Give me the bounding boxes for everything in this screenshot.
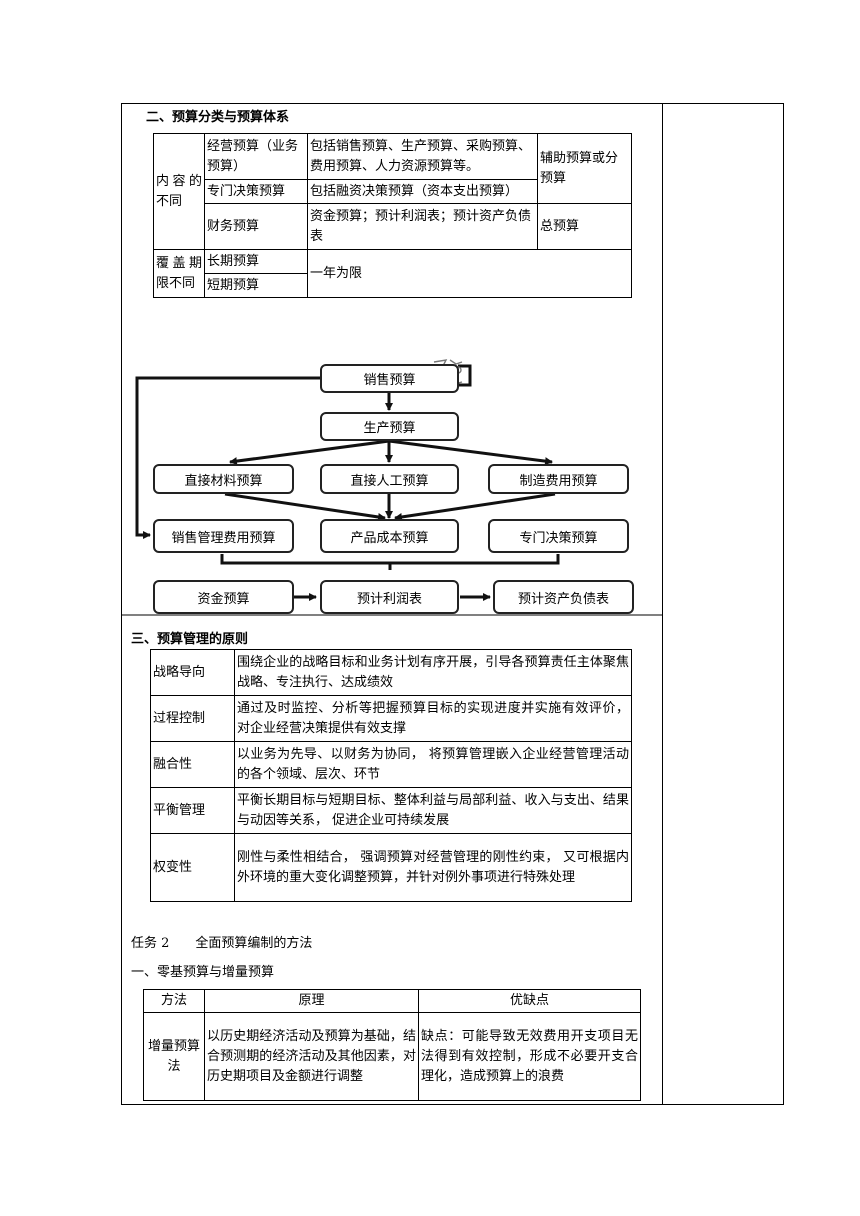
- row-financial-desc: 资金预算；预计利润表；预计资产负债表: [307, 203, 538, 250]
- row-operating-desc: 包括销售预算、生产预算、采购预算、费用预算、人力资源预算等。: [307, 133, 538, 180]
- method-name: 增量预算法: [143, 1012, 205, 1101]
- method-pros-cons: 缺点：可能导致无效费用开支项目无法得到有效控制，形成不必要开支合理化，造成预算上…: [418, 1012, 641, 1101]
- budget-classification-table: 内容的不同 经营预算（业务预算） 包括销售预算、生产预算、采购预算、费用预算、人…: [153, 133, 632, 298]
- node-sales-budget: 销售预算: [320, 364, 459, 393]
- task2-title: 任务 2 全面预算编制的方法: [131, 936, 313, 951]
- node-direct-material-budget: 直接材料预算: [153, 464, 294, 494]
- aux-budget-label: 辅助预算或分预算: [537, 133, 632, 204]
- principle-name: 战略导向: [150, 649, 235, 696]
- principle-desc: 刚性与柔性相结合， 强调预算对经营管理的刚性约束， 又可根据内外环境的重大变化调…: [234, 833, 632, 902]
- principle-name: 平衡管理: [150, 787, 235, 834]
- long-term-label: 长期预算: [204, 249, 308, 274]
- section2-heading: 二、预算分类与预算体系: [146, 110, 290, 125]
- principles-table: 战略导向 围绕企业的战略目标和业务计划有序开展，引导各预算责任主体聚焦战略、专注…: [150, 649, 632, 902]
- node-direct-labor-budget: 直接人工预算: [320, 464, 459, 494]
- page-frame: [121, 103, 784, 1105]
- principle-desc: 平衡长期目标与短期目标、整体利益与局部利益、收入与支出、结果与动因等关系， 促进…: [234, 787, 632, 834]
- node-cash-budget: 资金预算: [153, 580, 294, 614]
- row-operating-budget: 经营预算（业务预算）: [204, 133, 308, 180]
- node-overhead-budget: 制造费用预算: [488, 464, 629, 494]
- header-method: 方法: [143, 989, 205, 1013]
- methods-table: 方法 原理 优缺点 增量预算法 以历史期经济活动及预算为基础，结合预测期的经济活…: [143, 989, 641, 1101]
- node-selling-admin-budget: 销售管理费用预算: [153, 519, 294, 553]
- group-content-label: 内容的不同: [153, 133, 205, 250]
- principle-name: 过程控制: [150, 695, 235, 742]
- row-special-budget: 专门决策预算: [204, 179, 308, 204]
- node-product-cost-budget: 产品成本预算: [320, 519, 459, 553]
- principle-name: 融合性: [150, 741, 235, 788]
- header-pros-cons: 优缺点: [418, 989, 641, 1013]
- section3-heading: 三、预算管理的原则: [131, 632, 249, 647]
- task2-subheading: 一、零基预算与增量预算: [131, 965, 275, 980]
- group-period-label: 覆盖期限不同: [153, 249, 205, 298]
- column-divider: [662, 104, 663, 1104]
- period-desc: 一年为限: [307, 249, 632, 298]
- principle-desc: 以业务为先导、以财务为协同， 将预算管理嵌入企业经营管理活动的各个领域、层次、环…: [234, 741, 632, 788]
- node-production-budget: 生产预算: [320, 412, 459, 441]
- method-principle: 以历史期经济活动及预算为基础，结合预测期的经济活动及其他因素，对历史期项目及金额…: [204, 1012, 419, 1101]
- principle-desc: 通过及时监控、分析等把握预算目标的实现进度并实施有效评价， 对企业经营决策提供有…: [234, 695, 632, 742]
- short-term-label: 短期预算: [204, 273, 308, 298]
- header-principle: 原理: [204, 989, 419, 1013]
- node-special-decision-budget: 专门决策预算: [488, 519, 629, 553]
- node-balance-sheet: 预计资产负债表: [493, 580, 634, 614]
- principle-name: 权变性: [150, 833, 235, 902]
- node-income-statement: 预计利润表: [320, 580, 459, 614]
- principle-desc: 围绕企业的战略目标和业务计划有序开展，引导各预算责任主体聚焦战略、专注执行、达成…: [234, 649, 632, 696]
